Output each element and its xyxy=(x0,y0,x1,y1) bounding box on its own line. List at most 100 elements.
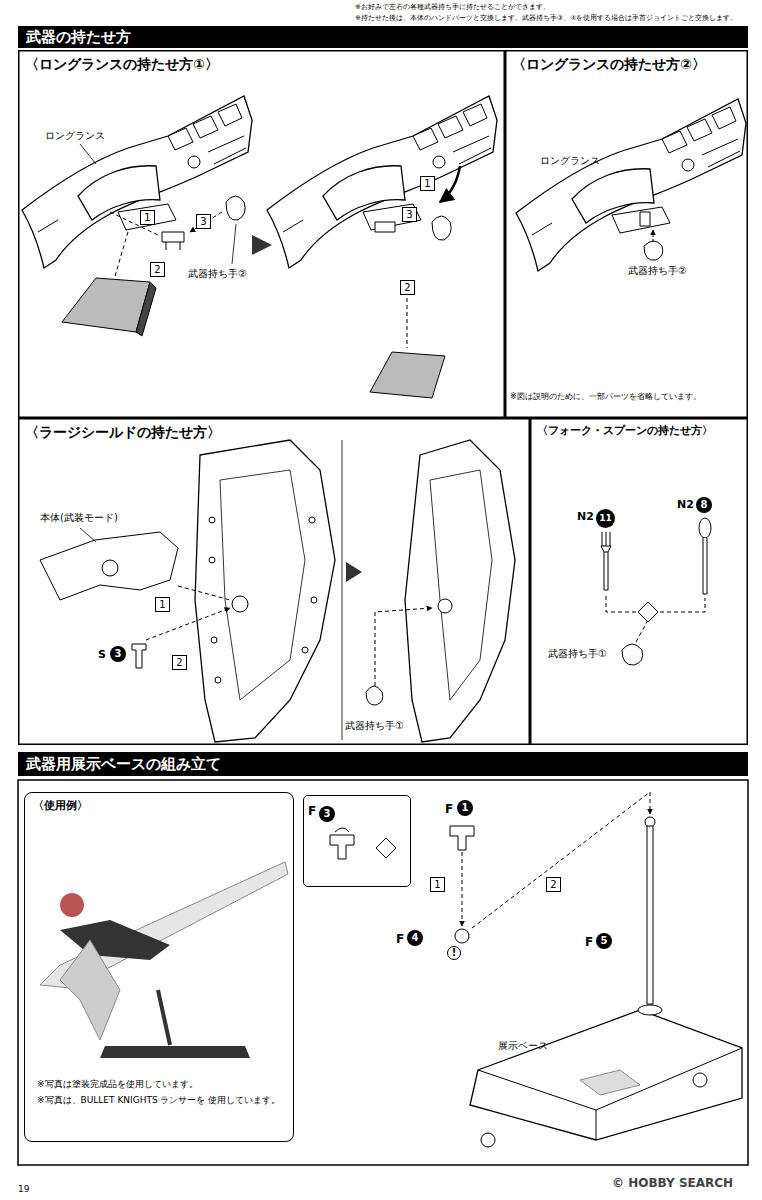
joint-part xyxy=(375,222,395,232)
weapon-hand xyxy=(226,196,245,220)
note: ※持たせた後は、本体のハンドパーツと交換します。武器持ち手③、④を使用する場合は… xyxy=(355,14,737,22)
lance-guard-edge xyxy=(136,282,156,336)
runner-letter: F xyxy=(445,802,453,816)
callout-number: 3 xyxy=(200,217,206,227)
example-heading: 〈使用例〉 xyxy=(33,799,233,813)
callout-number: 1 xyxy=(159,600,165,610)
callout-number: 1 xyxy=(462,803,469,813)
dashed-arrow xyxy=(146,586,230,640)
callout-number: 2 xyxy=(176,658,182,668)
shield-drawing xyxy=(195,440,335,742)
step-arrow xyxy=(346,562,362,582)
dashed-arrow xyxy=(375,608,432,686)
part-number-circle: 5 xyxy=(596,933,612,949)
gate-icon xyxy=(481,1133,495,1147)
part-number-circle: 8 xyxy=(696,497,712,513)
dashed-arrow xyxy=(110,212,222,276)
base-socket xyxy=(638,1005,662,1015)
part-number-circle: 1 xyxy=(457,800,473,816)
dashed-arrow xyxy=(462,852,463,926)
leader-line xyxy=(80,144,236,264)
instruction-panel: 〈ロングランスの持たせ方②〉 xyxy=(505,50,748,418)
page-number: 19 xyxy=(18,1184,29,1195)
weapon-hand xyxy=(432,216,451,240)
callout-number: 11 xyxy=(599,514,612,523)
callout-number: 5 xyxy=(601,936,608,946)
callout-number: 2 xyxy=(154,265,160,275)
section-bar: 武器用展示ベースの組み立て xyxy=(18,752,748,776)
section-bar: 武器の持たせ方 xyxy=(18,26,748,48)
part-name: 武器持ち手① xyxy=(548,648,607,660)
example-head xyxy=(60,893,84,917)
example-frame: 〈使用例〉※写真は塗装完成品を使用しています。※写真は、BULLET KNIGH… xyxy=(24,792,294,1142)
alternate-part-inset: F3 xyxy=(303,795,411,887)
runner-letter: N2 xyxy=(577,510,594,523)
sub-divider xyxy=(342,440,343,740)
step-number-box: 3 xyxy=(196,214,211,229)
runner-letter: F xyxy=(396,932,404,946)
part-f3 xyxy=(330,835,354,859)
swap-symbol xyxy=(638,602,658,622)
gate-icon xyxy=(693,1073,707,1087)
section-title: 武器用展示ベースの組み立て xyxy=(26,752,221,776)
section-title: 武器の持たせ方 xyxy=(26,26,131,48)
section-frame xyxy=(18,780,748,1165)
part-f3-arrow xyxy=(335,828,349,832)
part-number-circle: 3 xyxy=(110,646,126,662)
callout-number: 3 xyxy=(115,649,122,659)
step-number-box: 1 xyxy=(430,877,445,892)
rotate-arrow xyxy=(440,166,460,202)
instruction-panel: 〈ラージシールドの持たせ方〉 1 2 3 xyxy=(18,418,530,745)
dashed-arrow xyxy=(653,230,654,242)
weapon-hand xyxy=(644,241,663,260)
part-f5 xyxy=(647,826,653,1004)
example-stand xyxy=(158,990,170,1045)
step-arrow xyxy=(252,235,272,255)
section-title: 〈ロングランスの持たせ方②〉 xyxy=(512,56,706,73)
note: ※図は説明のために、一部パーツを省略しています。 xyxy=(510,392,701,402)
shield-socket xyxy=(438,599,452,613)
leader-line xyxy=(80,528,96,542)
shield-holes xyxy=(209,517,317,683)
instruction-panel: 〈フォーク・スプーンの持たせ方〉 11 8 xyxy=(530,418,748,745)
section-title: 〈ラージシールドの持たせ方〉 xyxy=(25,424,221,441)
runner-letter: F xyxy=(585,935,593,949)
body-arm xyxy=(40,532,178,600)
part-number-circle: 11 xyxy=(596,509,615,528)
shield-socket xyxy=(232,596,248,612)
example-wing xyxy=(60,940,120,1040)
spoon-handle xyxy=(703,538,707,594)
callout-number: 2 xyxy=(404,283,410,293)
lance-drawing xyxy=(516,99,746,271)
shield-drawing xyxy=(405,440,515,742)
fork-drawing xyxy=(601,532,611,590)
joint-part xyxy=(132,644,146,668)
joint-part xyxy=(640,212,650,226)
joint-part xyxy=(162,232,184,250)
part-number-circle: 3 xyxy=(319,806,335,822)
watermark: © HOBBY SEARCH xyxy=(612,1176,733,1190)
example-figure xyxy=(60,920,170,960)
section-title: 〈フォーク・スプーンの持たせ方〉 xyxy=(537,424,713,438)
display-base-edge xyxy=(478,1048,742,1140)
lance-drawing xyxy=(267,96,497,268)
part-name: ロングランス xyxy=(45,130,105,142)
step-number-box: 1 xyxy=(140,210,155,225)
runner-letter: F xyxy=(308,804,316,820)
callout-number: 8 xyxy=(701,500,708,510)
example-base xyxy=(100,1046,250,1058)
step-number-box: 2 xyxy=(400,280,415,295)
callout-number: 1 xyxy=(424,179,430,189)
body-joint xyxy=(102,560,118,576)
part-f1 xyxy=(450,826,474,850)
lance-guard-part xyxy=(370,352,445,398)
callout-number: 3 xyxy=(324,809,331,819)
part-f4 xyxy=(455,929,469,943)
runner-letter: S xyxy=(98,648,106,661)
example-note: ※写真は塗装完成品を使用しています。 xyxy=(37,1079,287,1091)
caution-mark: ! xyxy=(447,946,461,960)
shield-detail xyxy=(430,470,492,700)
part-name: ロングランス xyxy=(540,155,600,167)
base-emblem xyxy=(580,1070,640,1095)
